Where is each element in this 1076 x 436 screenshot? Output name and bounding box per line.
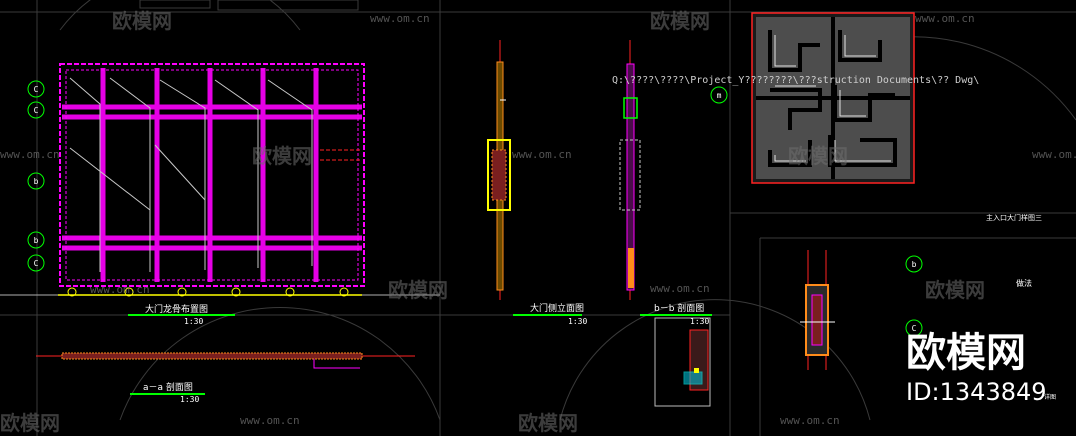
svg-text:www.om.cn: www.om.cn [512, 148, 572, 161]
svg-text:www.om.cn: www.om.cn [90, 283, 150, 296]
section-bubble-2: C [27, 101, 45, 119]
svg-text:C: C [34, 259, 39, 268]
caption-aa-section: a－a 剖面图 1:30 [130, 381, 205, 404]
section-bubble-3: b [27, 172, 45, 190]
section-bubble-5: C [27, 254, 45, 272]
svg-text:b: b [34, 236, 39, 245]
svg-text:b: b [912, 260, 917, 269]
door-side-section [487, 40, 511, 300]
svg-text:www.om.cn: www.om.cn [915, 12, 975, 25]
svg-text:www.om.cn: www.om.cn [0, 148, 60, 161]
svg-text:a－a 剖面图: a－a 剖面图 [143, 381, 193, 393]
file-path-overlay: Q:\????\????\Project_Y????????\???struct… [612, 75, 979, 86]
column-detail [800, 250, 835, 370]
svg-text:C: C [34, 85, 39, 94]
svg-text:C: C [912, 324, 917, 333]
svg-text:www.om.cn: www.om.cn [780, 414, 840, 427]
svg-text:大门侧立面图: 大门侧立面图 [530, 302, 584, 314]
svg-text:b: b [34, 177, 39, 186]
section-bubble-7: b [905, 255, 923, 273]
caption-frame-elevation: 大门龙骨布置图 1:30 [128, 303, 235, 326]
svg-text:欧模网: 欧模网 [112, 9, 172, 33]
door-bb-section [619, 40, 641, 300]
section-bubble-1: C [27, 80, 45, 98]
svg-text:www.om.cn: www.om.cn [1032, 148, 1076, 161]
svg-text:1:30: 1:30 [690, 317, 709, 326]
caption-bb-section: b－b 剖面图 1:30 [640, 302, 712, 326]
brand-name: 欧模网 [906, 330, 1026, 376]
section-bubble-4: b [27, 231, 45, 249]
svg-text:欧模网: 欧模网 [788, 144, 848, 168]
sill-detail [654, 317, 711, 407]
svg-text:1:30: 1:30 [180, 395, 199, 404]
section-bubbles: C C b b C m b C [27, 80, 923, 337]
svg-text:欧模网: 欧模网 [925, 278, 985, 302]
svg-text:欧模网: 欧模网 [518, 411, 578, 435]
svg-text:1:30: 1:30 [184, 317, 203, 326]
svg-text:1:30: 1:30 [568, 317, 587, 326]
svg-text:C: C [34, 106, 39, 115]
door-frame-elevation [0, 63, 440, 297]
svg-text:www.om.cn: www.om.cn [370, 12, 430, 25]
brand-id: ID:1343849 [906, 378, 1047, 406]
section-bubble-6: m [710, 86, 728, 104]
corner-note: 做法 [1016, 278, 1032, 288]
svg-text:欧模网: 欧模网 [388, 278, 448, 302]
svg-text:欧模网: 欧模网 [252, 144, 312, 168]
svg-text:欧模网: 欧模网 [650, 9, 710, 33]
svg-text:欧模网: 欧模网 [0, 411, 60, 435]
svg-text:m: m [717, 91, 722, 100]
svg-text:大门龙骨布置图: 大门龙骨布置图 [145, 303, 208, 315]
door-aa-section [36, 352, 415, 369]
svg-text:www.om.cn: www.om.cn [240, 414, 300, 427]
caption-side-section: 大门侧立面图 1:30 [513, 302, 587, 326]
panel-title: 主入口大门样图三 [986, 213, 1042, 222]
detail-title: 详图 [1044, 393, 1056, 401]
svg-text:b－b 剖面图: b－b 剖面图 [654, 302, 704, 314]
svg-text:www.om.cn: www.om.cn [650, 282, 710, 295]
fretwork-panel [751, 12, 915, 184]
brand-overlay: 欧模网 ID:1343849 [906, 330, 1047, 406]
section-bubble-8: C [905, 319, 923, 337]
watermarks: 欧模网 www.om.cn 欧模网 www.om.cn www.om.cn 欧模… [0, 9, 1076, 435]
